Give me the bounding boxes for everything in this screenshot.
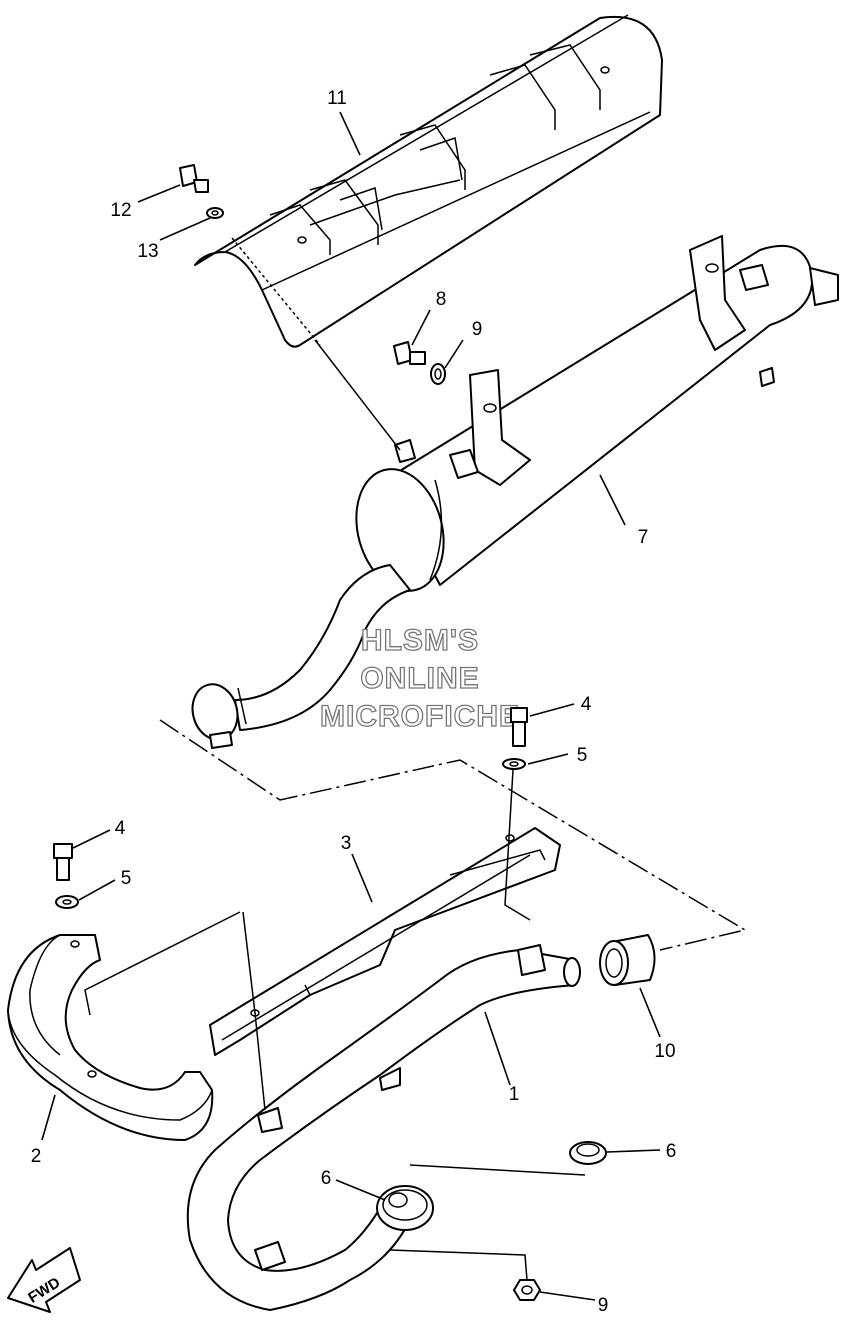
part-5-washer-upper[interactable] — [502, 758, 526, 770]
part-6-gasket[interactable] — [376, 1185, 434, 1231]
part-12-gasket[interactable] — [599, 934, 656, 986]
callout-labels: 11 12 13 8 9 7 4 5 4 5 3 10 1 2 6 6 9 — [31, 88, 677, 1316]
part-4-bolt-lower[interactable] — [53, 843, 73, 881]
callout-9[interactable]: 9 — [598, 1295, 609, 1316]
part-10-bolt[interactable] — [393, 341, 426, 365]
part-11-washer[interactable] — [430, 363, 446, 385]
callout-3[interactable]: 3 — [341, 833, 352, 854]
callout-6[interactable]: 6 — [321, 1168, 332, 1189]
callout-2[interactable]: 2 — [31, 1146, 42, 1167]
callout-13[interactable]: 11 — [327, 88, 347, 109]
callout-11[interactable]: 9 — [472, 319, 483, 340]
part-3-bracket[interactable] — [209, 827, 561, 1056]
part-13-heat-protector[interactable] — [194, 14, 663, 348]
callout-10[interactable]: 8 — [436, 289, 447, 310]
part-14-bolt[interactable] — [179, 164, 209, 193]
watermark-line-3: MICROFICHE — [320, 700, 520, 733]
callout-leaders — [41, 111, 661, 1301]
callout-12[interactable]: 10 — [654, 1041, 675, 1062]
forward-direction-arrow: FWD — [7, 1247, 81, 1313]
callout-5-upper[interactable]: 5 — [577, 745, 588, 766]
part-7-muffler[interactable] — [187, 235, 839, 749]
callout-4-lower[interactable]: 4 — [115, 818, 126, 839]
part-2-guard[interactable] — [7, 934, 214, 1141]
callout-1[interactable]: 1 — [509, 1084, 520, 1105]
callout-7[interactable]: 7 — [638, 527, 649, 548]
callout-5-lower[interactable]: 5 — [121, 868, 132, 889]
callout-15[interactable]: 13 — [137, 241, 158, 262]
watermark: HLSM'S ONLINE MICROFICHE — [319, 623, 520, 733]
callout-4-upper[interactable]: 4 — [581, 694, 592, 715]
assembly-lines — [84, 237, 747, 1281]
callout-8[interactable]: 6 — [666, 1141, 677, 1162]
part-9-nut[interactable] — [513, 1279, 541, 1301]
part-8-gasket[interactable] — [569, 1141, 607, 1165]
watermark-line-1: HLSM'S — [361, 624, 479, 657]
callout-14[interactable]: 12 — [110, 200, 131, 221]
part-4-bolt-upper[interactable] — [510, 707, 528, 747]
part-15-washer[interactable] — [206, 207, 224, 219]
watermark-line-2: ONLINE — [360, 662, 479, 695]
part-5-washer-lower[interactable] — [55, 895, 79, 909]
